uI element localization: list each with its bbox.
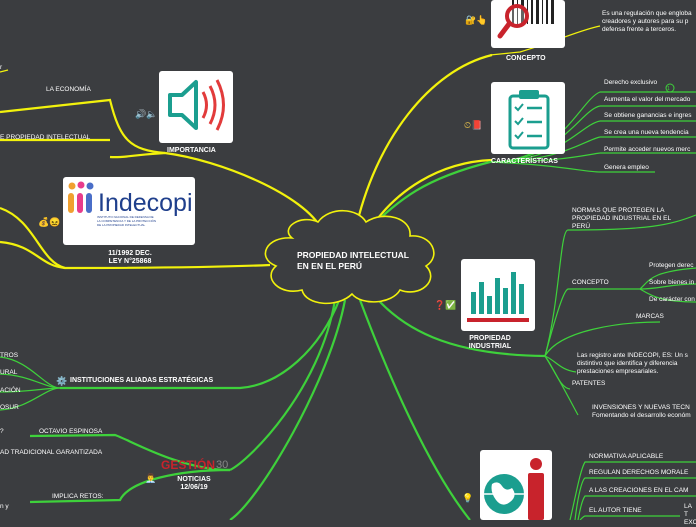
- gear-icon: ⚙️: [56, 376, 68, 386]
- industrial-label[interactable]: PROPIEDAD INDUSTRIAL: [468, 335, 512, 350]
- noticias-fragment-2: n y: [0, 503, 9, 510]
- instituciones-label[interactable]: INSTITUCIONES ALIADAS ESTRATÉGICAS: [70, 377, 214, 384]
- gestion-logo-suffix: 30: [216, 459, 229, 471]
- importancia-label[interactable]: IMPORTANCIA: [167, 147, 216, 154]
- speaker-emoji-icon: 🔊🔈: [135, 109, 158, 119]
- industrial-inversiones[interactable]: INVENSIONES Y NUEVAS TECN Fomentando el …: [592, 404, 691, 419]
- indecopi-card: [63, 177, 195, 245]
- globe-icon-overlay: [484, 458, 544, 520]
- autor-side-text: LA T EXC: [684, 503, 696, 526]
- caracteristica-item-6[interactable]: Genera empleo: [604, 164, 649, 171]
- clipboard-icon-overlay: [508, 90, 550, 150]
- timer-book-icon: ⏲📕: [464, 120, 483, 130]
- businessman-icon: 👨‍💼: [145, 473, 157, 483]
- autor-item-creaciones[interactable]: A LAS CREACIONES EN EL CAM: [589, 487, 689, 494]
- question-check-icon: ❓✅: [434, 300, 457, 310]
- gestion-logo-text: GESTIÓN: [161, 458, 216, 472]
- autor-item-derechos[interactable]: REGULAN DERECHOS MORALE: [589, 469, 689, 476]
- concepto-text: Es una regulación que engloba creadores …: [602, 10, 692, 33]
- instituciones-item-4[interactable]: OSUR: [0, 404, 19, 411]
- industrial-normas[interactable]: NORMAS QUE PROTEGEN LA PROPIEDAD INDUSTR…: [572, 207, 671, 230]
- industrial-concepto-item-1[interactable]: Protegen derec: [649, 262, 694, 269]
- speaker-icon-overlay: [168, 79, 225, 131]
- indecopi-logo-text: Indecopi: [98, 189, 193, 217]
- notes-badge-count: 1: [667, 86, 670, 92]
- caracteristica-item-4[interactable]: Se crea una nueva tendencia: [604, 129, 689, 136]
- indecopi-caption[interactable]: 11/1992 DEC. LEY N°25868: [108, 250, 152, 265]
- industrial-concepto-item-2[interactable]: Sobre bienes in: [649, 279, 695, 286]
- importancia-item-economia[interactable]: LA ECONOMÍA: [46, 86, 91, 93]
- concepto-label[interactable]: CONCEPTO: [506, 55, 546, 62]
- autor-item-autor-tiene[interactable]: EL AUTOR TIENE: [589, 507, 642, 514]
- noticias-item-retos[interactable]: IMPLICA RETOS:: [52, 493, 104, 500]
- industrial-concepto[interactable]: CONCEPTO: [572, 279, 609, 286]
- caracteristica-item-1[interactable]: Derecho exclusivo: [604, 79, 658, 86]
- caracteristica-item-2[interactable]: Aumenta el valor del mercado: [604, 96, 691, 103]
- industrial-marcas-text: Las registro ante INDECOPI, ES: Un s dis…: [577, 352, 688, 375]
- lock-pointer-icon: 🔐👆: [465, 15, 488, 25]
- center-title[interactable]: PROPIEDAD INTELECTUAL EN EN EL PERÚ: [297, 250, 409, 271]
- caracteristicas-label[interactable]: CARACTERÍSTICAS: [491, 158, 558, 165]
- industrial-patentes[interactable]: PATENTES: [572, 380, 606, 387]
- money-face-icon: 💰😖: [38, 217, 61, 227]
- instituciones-item-3[interactable]: ACIÓN: [0, 387, 21, 394]
- bars-icon-overlay: [467, 272, 529, 322]
- instituciones-item-2[interactable]: URAL: [0, 369, 18, 376]
- indecopi-mark-overlay: [68, 181, 94, 213]
- autor-item-normativa[interactable]: NORMATIVA APLICABLE: [589, 453, 664, 460]
- noticias-label[interactable]: NOTICIAS 12/06/19: [177, 476, 211, 491]
- center-cloud: [264, 210, 435, 305]
- importancia-item-propiedad[interactable]: E PROPIEDAD INTELECTUAL: [0, 134, 91, 141]
- industrial-concepto-item-3[interactable]: De carácter con: [649, 296, 695, 303]
- caracteristica-item-5[interactable]: Permite acceder nuevos merc: [604, 146, 691, 153]
- notes-badge-icon: [665, 83, 675, 93]
- noticias-item-garantizada[interactable]: AD TRADICIONAL GARANTIZADA: [0, 449, 103, 456]
- green-sub-branches: [0, 91, 696, 520]
- barcode-icon-overlay: [497, 0, 554, 39]
- indecopi-fine-print: INSTITUTO NACIONAL DE DEFENSA DE LA COMP…: [97, 215, 157, 227]
- noticias-fragment-1: ?: [0, 428, 4, 435]
- instituciones-item-1[interactable]: TROS: [0, 352, 19, 359]
- noticias-item-octavio[interactable]: OCTAVIO ESPINOSA: [39, 428, 103, 435]
- importancia-fragment: r: [0, 64, 3, 71]
- industrial-marcas[interactable]: MARCAS: [636, 313, 664, 320]
- lightbulb-icon: 💡: [462, 493, 474, 503]
- caracteristica-item-3[interactable]: Se obtiene ganancias e ingres: [604, 112, 692, 119]
